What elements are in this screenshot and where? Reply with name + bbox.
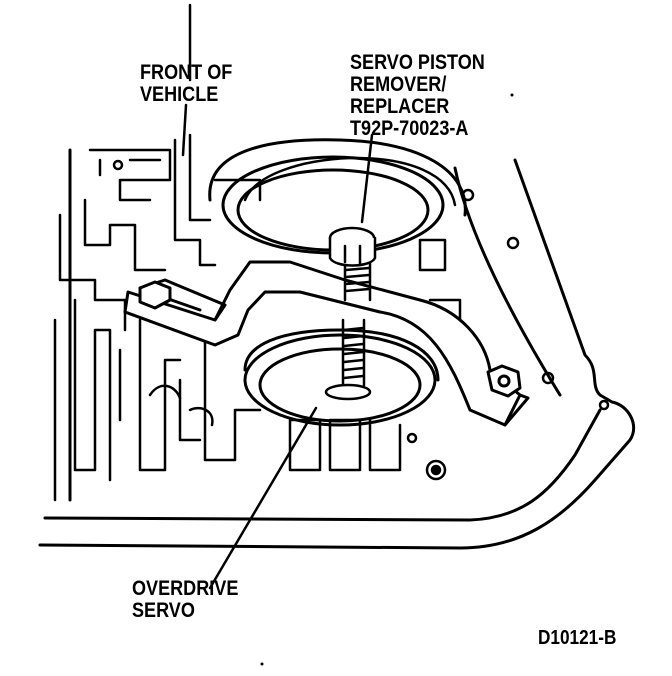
threaded-rod: [324, 226, 377, 401]
tool-label-line-4: T92P-70023-A: [350, 117, 469, 141]
servo-tool-bracket: [123, 260, 530, 427]
tool-label-line-2: REMOVER/: [350, 73, 447, 97]
servo-leader: [208, 406, 318, 590]
servo-label-line-2: SERVO: [132, 599, 195, 623]
front-of-vehicle-leader: [181, 103, 188, 157]
front-of-vehicle-line-1: FRONT OF: [140, 61, 233, 84]
speck: [260, 662, 264, 666]
overdrive-servo-bore: [243, 328, 440, 427]
tool-label-line-1: SERVO PISTON: [350, 51, 485, 74]
servo-label-line-1: OVERDRIVE: [132, 577, 239, 600]
tool-label-line-3: REPLACER: [350, 95, 450, 119]
leader-lines: [181, 3, 374, 590]
tool-leader: [360, 133, 374, 224]
front-of-vehicle-line-2: VEHICLE: [140, 83, 219, 107]
figure-id: D10121-B: [538, 627, 617, 649]
speck: [510, 93, 514, 97]
